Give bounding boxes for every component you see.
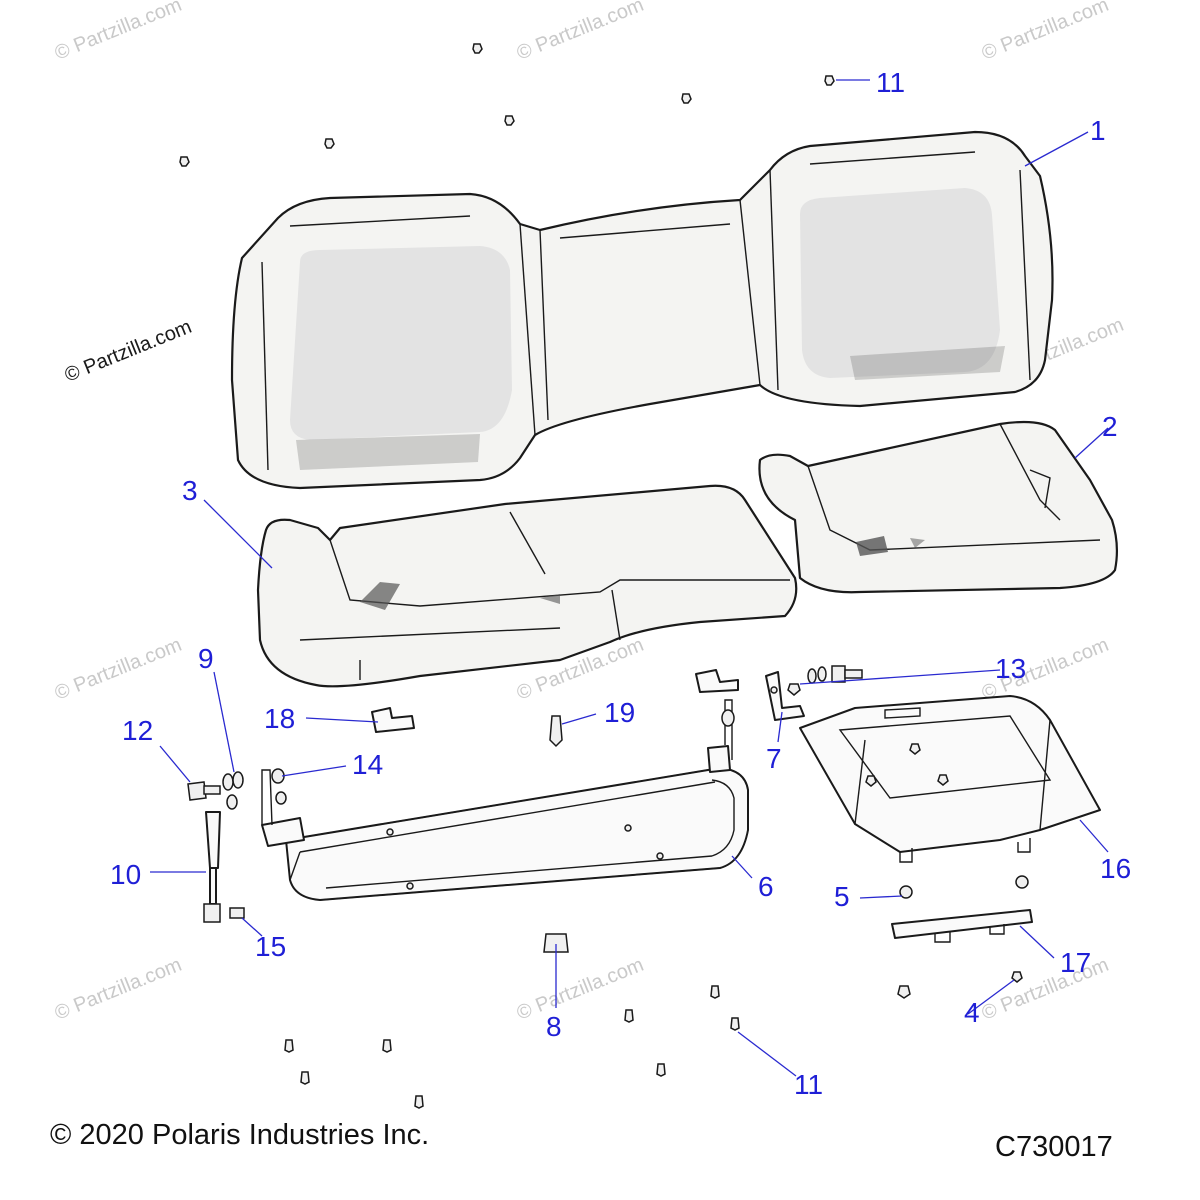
hinge-bracket <box>765 671 805 721</box>
seat-cushion-right <box>758 420 1119 594</box>
seat-back <box>230 130 1054 490</box>
callout-11-bottom: 11 <box>794 1069 823 1100</box>
callout-labels: 1 2 3 4 5 6 7 8 9 10 11 11 12 13 14 15 1… <box>110 67 1131 1100</box>
callout-7: 7 <box>766 743 782 774</box>
callout-3: 3 <box>182 475 198 506</box>
storage-tray <box>799 695 1101 863</box>
top-fasteners <box>179 43 835 167</box>
stud <box>549 715 563 748</box>
seat-frame <box>261 699 749 901</box>
bushing <box>721 709 735 727</box>
callout-14: 14 <box>352 749 383 780</box>
callout-19: 19 <box>604 697 635 728</box>
watermark: © Partzilla.com <box>52 0 185 65</box>
lower-fasteners <box>284 875 1029 1109</box>
hinge-hardware <box>787 665 863 696</box>
leader-lines <box>150 79 1109 1077</box>
callout-9: 9 <box>198 643 214 674</box>
watermark: © Partzilla.com <box>979 0 1112 65</box>
watermark: © Partzilla.com <box>979 954 1112 1025</box>
callout-11-top: 11 <box>876 67 905 98</box>
callout-16: 16 <box>1100 853 1131 884</box>
callout-8: 8 <box>546 1011 562 1042</box>
callout-18: 18 <box>264 703 295 734</box>
mounting-plate <box>891 909 1033 943</box>
callout-6: 6 <box>758 871 774 902</box>
seat-cushion-left <box>256 484 798 688</box>
callout-4: 4 <box>964 997 980 1028</box>
latch-pieces <box>371 669 739 733</box>
callout-10: 10 <box>110 859 141 890</box>
callout-15: 15 <box>255 931 286 962</box>
callout-13: 13 <box>995 653 1026 684</box>
callout-17: 17 <box>1060 947 1091 978</box>
diagram-code: C730017 <box>995 1131 1113 1163</box>
strut-hardware <box>187 768 287 923</box>
watermark-main: © Partzilla.com <box>62 316 195 387</box>
watermark: © Partzilla.com <box>514 0 647 65</box>
callout-2: 2 <box>1102 411 1118 442</box>
callout-12: 12 <box>122 715 153 746</box>
callout-5: 5 <box>834 881 850 912</box>
copyright-text: © 2020 Polaris Industries Inc. <box>50 1119 429 1151</box>
callout-1: 1 <box>1090 115 1106 146</box>
watermark: © Partzilla.com <box>52 954 185 1025</box>
watermark: © Partzilla.com <box>52 634 185 705</box>
